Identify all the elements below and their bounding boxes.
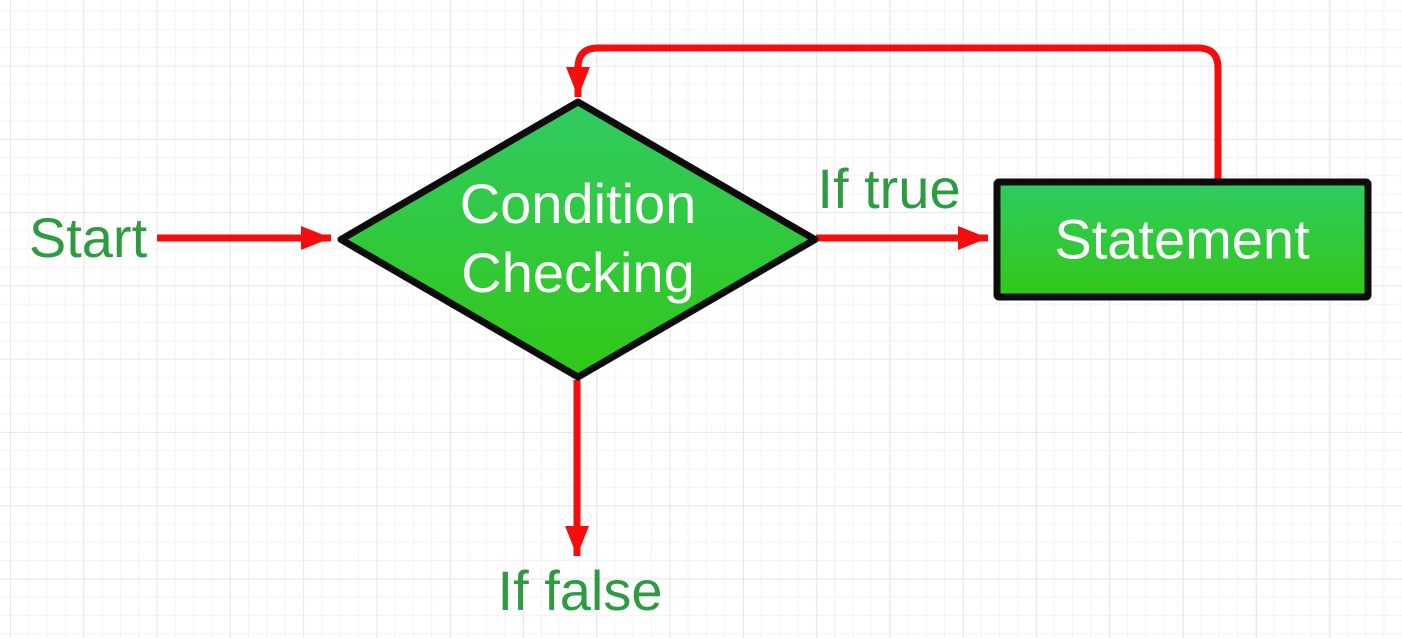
condition-diamond-shape: [337, 98, 819, 381]
statement-node-text: Statement: [1054, 207, 1310, 271]
if-false-label: If false: [497, 559, 663, 623]
loop-back-arrow: [566, 44, 1222, 182]
statement-rect-shape: [993, 178, 1372, 301]
if-true-label: If true: [817, 157, 961, 221]
start-label: Start: [28, 206, 148, 270]
condition-node-text: Condition Checking: [459, 172, 697, 304]
